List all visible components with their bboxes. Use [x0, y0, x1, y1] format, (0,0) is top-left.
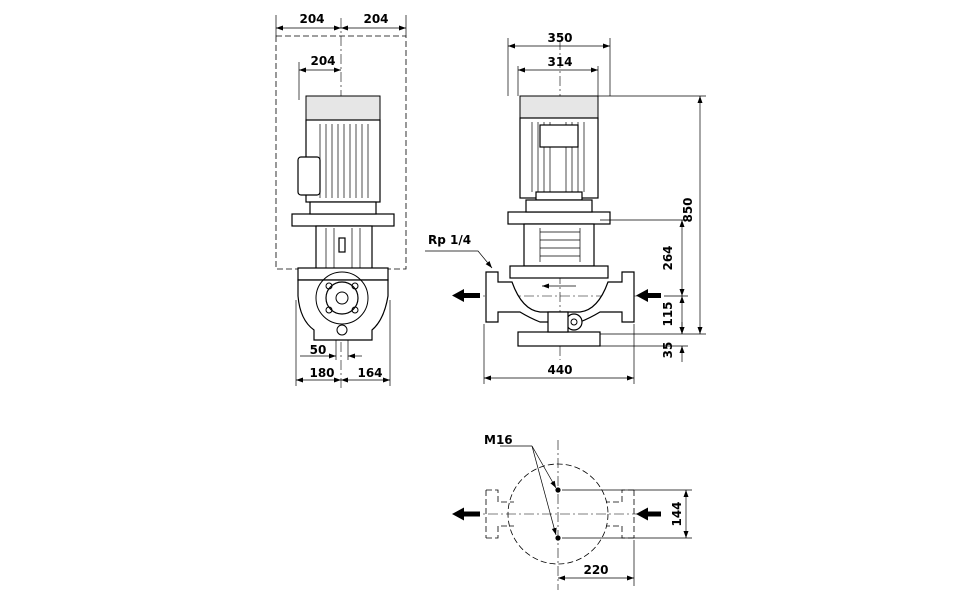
side-motor-flange: [291, 213, 395, 227]
side-dim-width-right: 204: [363, 12, 388, 26]
front-dim-width-outer: 350: [547, 31, 572, 45]
side-motor-fan-cover: [305, 95, 381, 121]
front-connection-label: Rp 1/4: [428, 233, 471, 247]
plan-dim-bolt-spacing: 144: [670, 501, 684, 526]
side-pump-head-flange: [297, 267, 389, 281]
side-dim-base-right: 164: [357, 366, 382, 380]
plan-bolt-label: M16: [484, 433, 513, 447]
plan-inlet-arrow: [636, 507, 661, 521]
side-inlet-port: [325, 281, 359, 315]
front-dim-width-inner: 314: [547, 55, 572, 69]
front-dim-height-total: 850: [681, 197, 695, 222]
plan-view: M16 144 220: [452, 433, 692, 590]
front-motor-flange: [507, 211, 611, 225]
plan-bolt-hole-bottom: [555, 535, 561, 541]
front-dim-height-base: 35: [661, 342, 675, 359]
side-terminal-box: [297, 156, 321, 196]
front-motor-fan-cover: [519, 95, 599, 119]
front-base-plate: [517, 331, 601, 347]
side-dim-motor-half: 204: [310, 54, 335, 68]
plan-dim-bolt-offset: 220: [583, 563, 608, 577]
side-dim-base-left: 180: [309, 366, 334, 380]
side-dim-width-left: 204: [299, 12, 324, 26]
plan-outlet-arrow: [452, 507, 480, 521]
front-view: 350 314: [425, 31, 706, 384]
front-nameplate: [539, 124, 579, 148]
front-coupling-stool: [523, 223, 595, 267]
front-outlet-arrow: [452, 289, 480, 302]
front-inlet-arrow: [636, 289, 661, 302]
front-dim-length: 440: [547, 363, 572, 377]
plan-housing-outline: [507, 463, 609, 565]
side-dim-port: 50: [310, 343, 327, 357]
side-view: 204 204 204: [275, 12, 407, 388]
front-motor-body: [519, 117, 599, 199]
plan-bolt-hole-top: [555, 487, 561, 493]
front-pump-housing: [485, 271, 635, 323]
front-dim-height-axis: 115: [661, 301, 675, 326]
front-pump-head: [509, 265, 609, 279]
front-dim-height-coupling: 264: [661, 245, 675, 270]
